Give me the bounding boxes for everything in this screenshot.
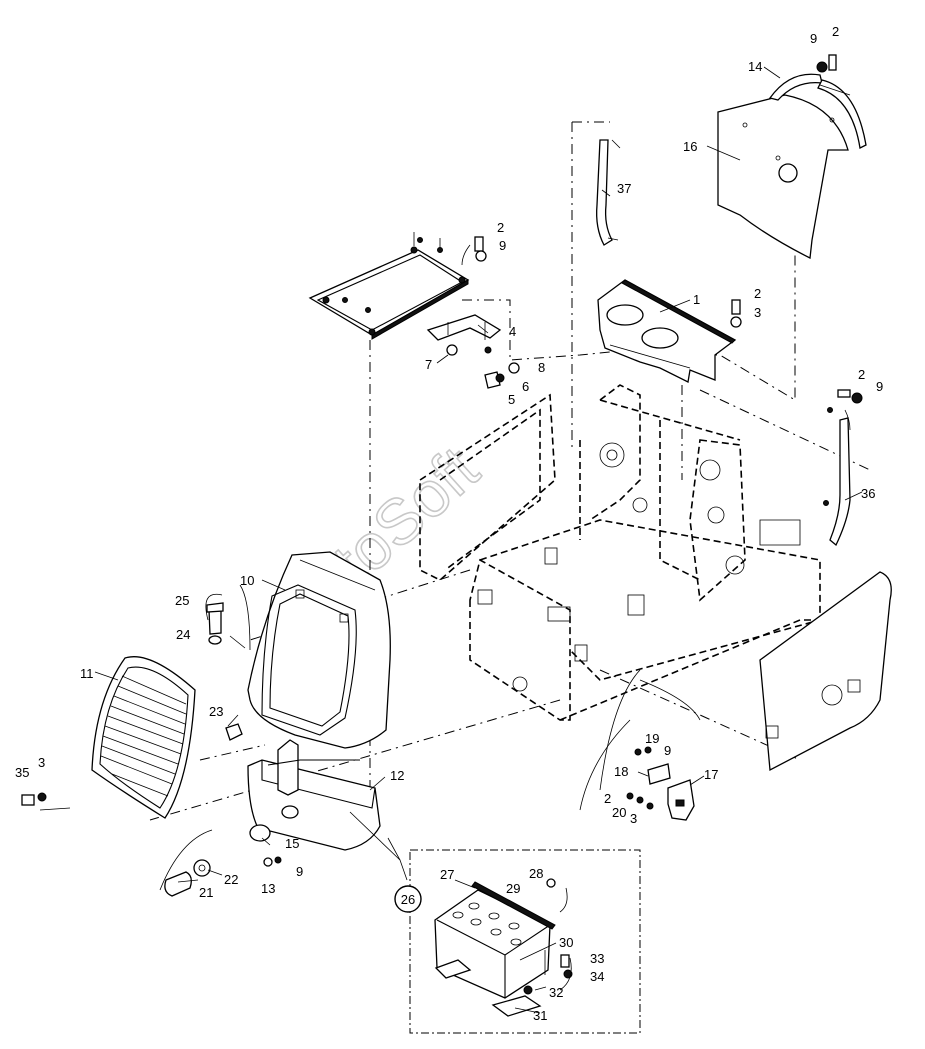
callout-2: 2: [497, 220, 504, 235]
chassis-frame: [419, 384, 821, 721]
callout-37: 37: [617, 181, 631, 196]
callout-33: 33: [590, 951, 604, 966]
callout-14: 14: [748, 59, 762, 74]
callout-3: 3: [754, 305, 761, 320]
strip-37: [596, 139, 621, 246]
callout-35: 35: [15, 765, 29, 780]
callout-24: 24: [176, 627, 190, 642]
group-callout-26: 26: [394, 885, 422, 913]
callout-6: 6: [522, 379, 529, 394]
callout-11: 11: [80, 666, 94, 681]
callout-29: 29: [506, 881, 520, 896]
bracket-17-18: [647, 763, 695, 821]
callout-27: 27: [440, 867, 454, 882]
callout-36: 36: [861, 486, 875, 501]
callout-19: 19: [645, 731, 659, 746]
strip-14: [768, 73, 867, 149]
callout-9: 9: [296, 864, 303, 879]
callout-3: 3: [38, 755, 45, 770]
small-parts-front: [164, 602, 360, 897]
callout-10: 10: [240, 573, 254, 588]
leader-lines: [39, 66, 863, 1014]
callout-23: 23: [209, 704, 223, 719]
callout-9: 9: [876, 379, 883, 394]
side-panel: [759, 571, 892, 772]
callout-8: 8: [538, 360, 545, 375]
callout-4: 4: [509, 324, 516, 339]
callout-9: 9: [664, 743, 671, 758]
callout-31: 31: [533, 1008, 547, 1023]
callout-2: 2: [754, 286, 761, 301]
callout-30: 30: [559, 935, 573, 950]
callout-22: 22: [224, 872, 238, 887]
callout-9: 9: [499, 238, 506, 253]
callout-1: 1: [693, 292, 700, 307]
shroud-16: [717, 94, 849, 259]
callout-25: 25: [175, 593, 189, 608]
strip-36: [823, 407, 851, 547]
grille-11: [91, 656, 196, 819]
hood-10: [247, 551, 391, 749]
callout-9: 9: [810, 31, 817, 46]
callout-13: 13: [261, 881, 275, 896]
callout-20: 20: [612, 805, 626, 820]
callout-17: 17: [704, 767, 718, 782]
callout-15: 15: [285, 836, 299, 851]
callout-18: 18: [614, 764, 628, 779]
callout-32: 32: [549, 985, 563, 1000]
callout-12: 12: [390, 768, 404, 783]
top-plate: [308, 232, 470, 340]
callout-5: 5: [508, 392, 515, 407]
callout-labels: 1 2 2 2 2 2 3 3 3 4 5 6 7 8 9 9 9 9 9 10…: [15, 24, 883, 1023]
bracket-4: [426, 314, 502, 354]
callout-7: 7: [425, 357, 432, 372]
bumper-12: [247, 739, 381, 851]
callout-3: 3: [630, 811, 637, 826]
callout-2: 2: [858, 367, 865, 382]
callout-2: 2: [832, 24, 839, 39]
callout-2: 2: [604, 791, 611, 806]
cover-1: [597, 279, 737, 383]
group-callout-label: 26: [401, 892, 415, 907]
callout-34: 34: [590, 969, 604, 984]
callout-16: 16: [683, 139, 697, 154]
battery-detail: [409, 849, 641, 1034]
callout-21: 21: [199, 885, 213, 900]
callout-28: 28: [529, 866, 543, 881]
